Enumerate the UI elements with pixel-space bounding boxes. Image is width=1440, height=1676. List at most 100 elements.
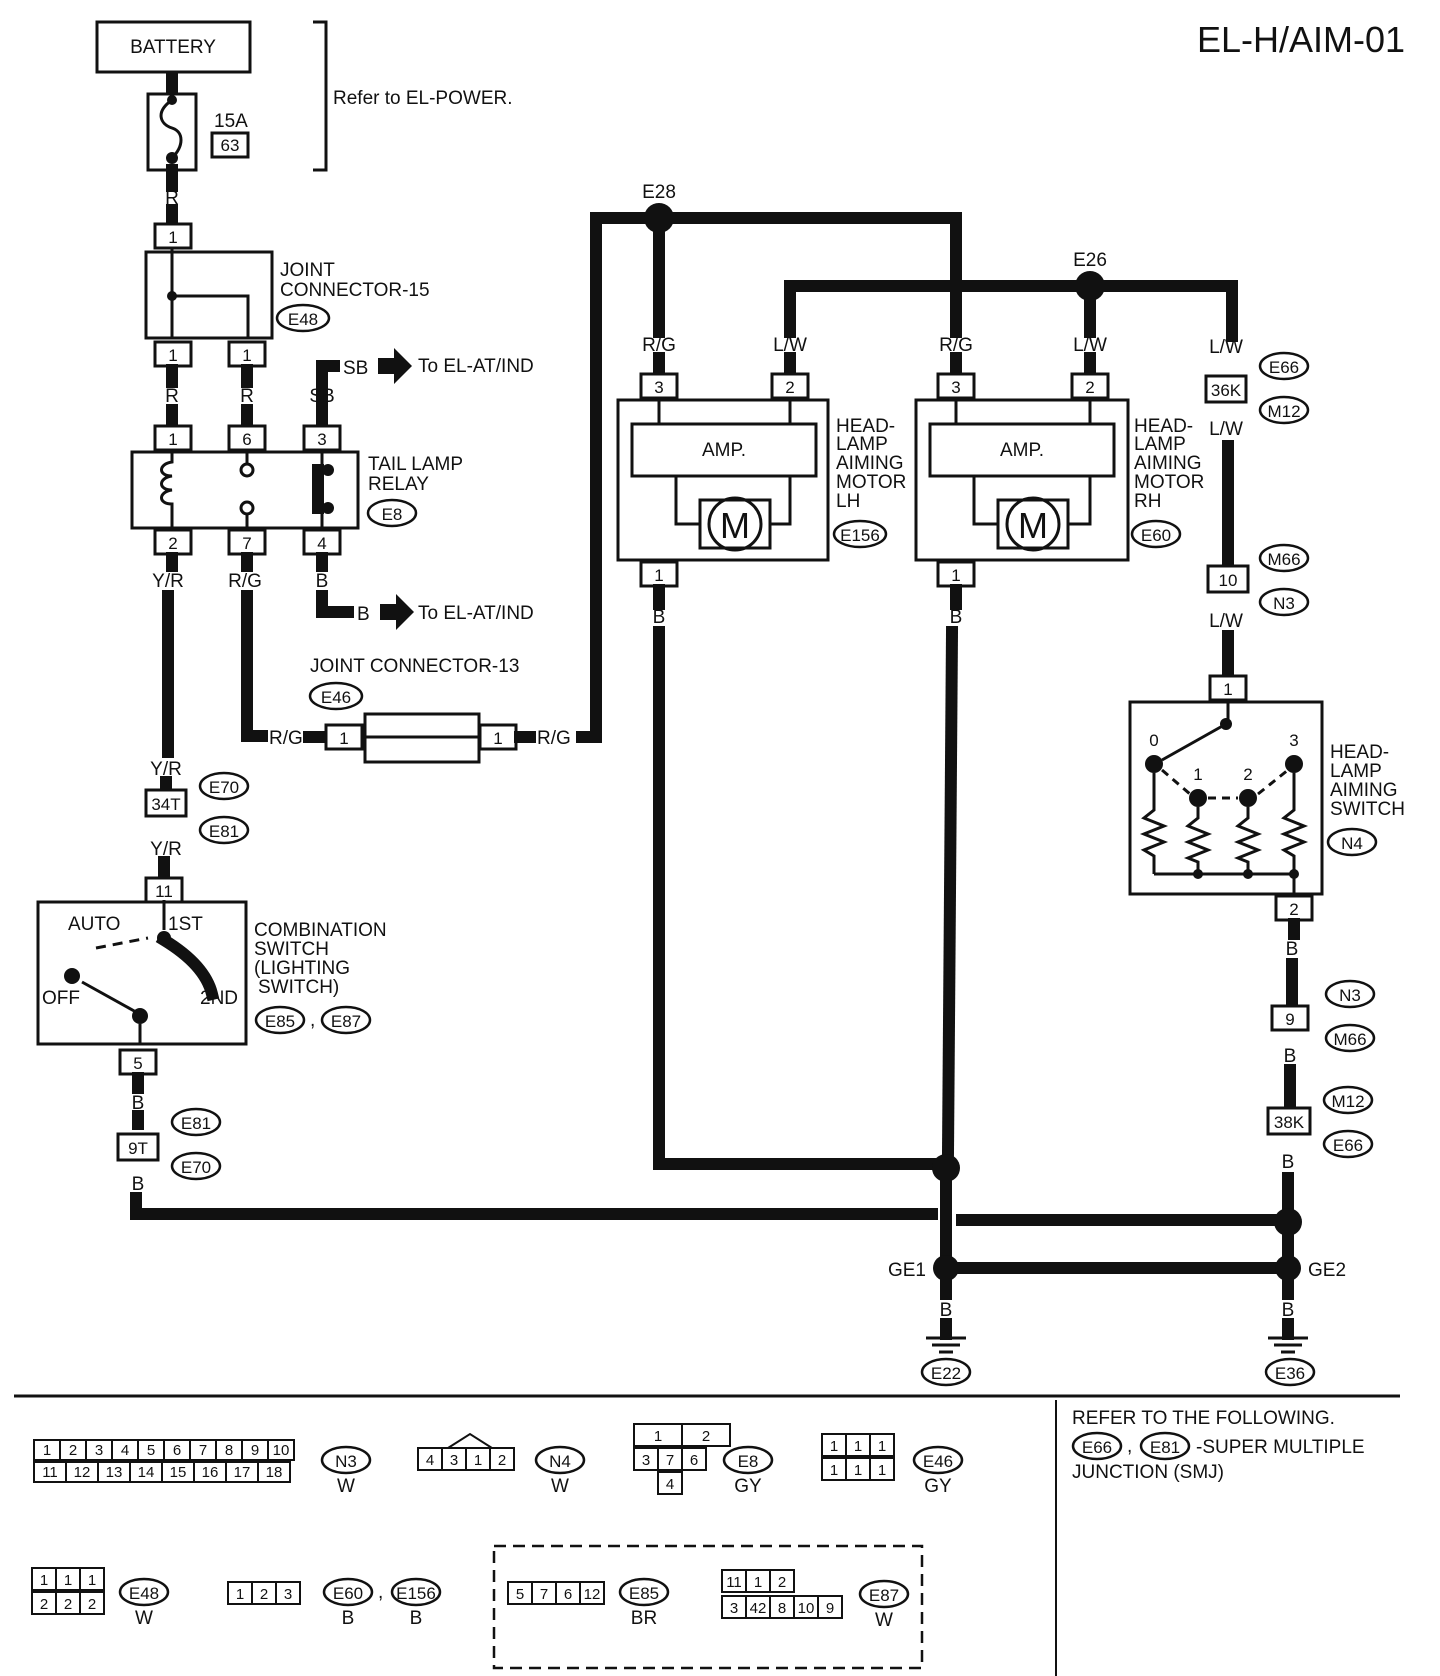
- pin-number: 2: [702, 1428, 710, 1445]
- pin-number: 10: [798, 1600, 815, 1617]
- resistor-icon: [1233, 807, 1263, 874]
- refer-line-1: REFER TO THE FOLLOWING.: [1072, 1408, 1335, 1429]
- pin-number: 1: [40, 1572, 48, 1589]
- wire-color-rg: R/G: [642, 335, 676, 356]
- legend-e87-code: E87: [869, 1586, 899, 1605]
- pin-number: 14: [138, 1464, 155, 1481]
- junction-rh-ground: [1274, 1208, 1302, 1236]
- refer-code-2: E81: [1150, 1438, 1180, 1457]
- junction-lh-ground: [932, 1154, 960, 1182]
- switch-pos-2: 2: [1243, 765, 1252, 784]
- junction-ge1: [933, 1255, 959, 1281]
- wire-color-yr: Y/R: [150, 839, 182, 860]
- pin-label: 7: [242, 534, 251, 553]
- connector-cavity: [657, 1471, 683, 1495]
- pin-label: 1: [339, 729, 348, 748]
- pin-label: 2: [1289, 900, 1298, 919]
- pin-number: 16: [202, 1464, 219, 1481]
- wire-color-lw: L/W: [1073, 335, 1107, 356]
- motor-rh-label-5: RH: [1134, 491, 1161, 512]
- legend-e8-color: GY: [734, 1476, 762, 1497]
- pin-label: 5: [133, 1054, 142, 1073]
- connector-cavity: [817, 1595, 843, 1619]
- pin-number: 1: [236, 1586, 244, 1603]
- resistor-icon: [1139, 773, 1169, 874]
- motor-icon-lh: [707, 496, 763, 552]
- pin-number: 3: [450, 1452, 458, 1469]
- refer-code-1: E66: [1082, 1438, 1112, 1457]
- pin-label: 3: [654, 378, 663, 397]
- code-m66: M66: [1333, 1030, 1366, 1049]
- pin-number: 2: [778, 1574, 786, 1591]
- connector-36k: 36K: [1211, 381, 1242, 400]
- pin-number: 5: [516, 1586, 524, 1603]
- pin-number: 4: [426, 1452, 434, 1469]
- pin-number: 1: [43, 1442, 51, 1459]
- switch-pos-0: 0: [1149, 731, 1158, 750]
- svg-text:,: ,: [1127, 1436, 1132, 1457]
- pin-number: 6: [564, 1586, 572, 1603]
- connector-cavity: [79, 1591, 105, 1615]
- arrow-right-icon: [378, 348, 412, 384]
- combo-1st: 1ST: [168, 914, 203, 935]
- pin-number: 1: [854, 1438, 862, 1455]
- pin-label: 1: [168, 346, 177, 365]
- relay-coil-icon: [160, 452, 174, 528]
- legend-n4-code: N4: [549, 1452, 571, 1471]
- pin-number: 2: [88, 1596, 96, 1613]
- wire-color-rg: R/G: [537, 728, 571, 749]
- motor-lh-label-4: MOTOR: [836, 472, 906, 493]
- combo-2nd: 2ND: [200, 988, 238, 1009]
- pin-number: 2: [40, 1596, 48, 1613]
- wire-color-rg: R/G: [228, 571, 262, 592]
- pin-number: 1: [64, 1572, 72, 1589]
- combo-auto: AUTO: [68, 914, 120, 935]
- legend-e60-code: E60: [333, 1584, 363, 1603]
- connector-cavity: [869, 1433, 895, 1457]
- legend-n3-color: W: [337, 1476, 355, 1497]
- code-e81: E81: [209, 822, 239, 841]
- combo-code-1: E85: [265, 1012, 295, 1031]
- pin-number: 42: [750, 1600, 767, 1617]
- code-m12: M12: [1331, 1092, 1364, 1111]
- ground-e22: E22: [931, 1364, 961, 1383]
- pin-label: 2: [1085, 378, 1094, 397]
- pin-label: 4: [317, 534, 326, 553]
- wire-color-r: R: [240, 386, 254, 407]
- page-title: EL-H/AIM-01: [1197, 19, 1405, 60]
- junction-e28: [644, 203, 674, 233]
- ground-icon: [926, 1336, 966, 1354]
- junction-ge2-label: GE2: [1308, 1260, 1346, 1281]
- legend-e48-code: E48: [129, 1584, 159, 1603]
- pin-number: 5: [147, 1442, 155, 1459]
- combo-off: OFF: [42, 988, 80, 1009]
- pin-number: 3: [95, 1442, 103, 1459]
- pin-number: 7: [666, 1452, 674, 1469]
- connector-cavity: [267, 1439, 295, 1461]
- pin-number: 11: [726, 1574, 742, 1591]
- power-bracket: [313, 20, 328, 172]
- ground-icon: [1268, 1336, 1308, 1354]
- pin-label: 3: [317, 430, 326, 449]
- code-n3: N3: [1273, 594, 1295, 613]
- to-at-ind-sb: To EL-AT/IND: [418, 356, 534, 377]
- joint13-code: E46: [321, 688, 351, 707]
- arrow-right-icon: [380, 594, 414, 630]
- relay-code: E8: [382, 505, 403, 524]
- pin-number: 13: [106, 1464, 123, 1481]
- amp-box-rh: [928, 422, 1116, 478]
- connector-38k: 38K: [1274, 1113, 1305, 1132]
- to-at-ind-b: To EL-AT/IND: [418, 603, 534, 624]
- wire-color-lw: L/W: [1209, 611, 1243, 632]
- pin-label: 1: [168, 430, 177, 449]
- pin-number: 8: [225, 1442, 233, 1459]
- amp-box-lh: [630, 422, 818, 478]
- combo-label-1: COMBINATION: [254, 920, 387, 941]
- pin-number: 1: [754, 1574, 762, 1591]
- combo-label-2: SWITCH: [254, 939, 329, 960]
- aim-switch-label-1: HEAD-: [1330, 742, 1389, 763]
- refer-line-3: JUNCTION (SMJ): [1072, 1462, 1224, 1483]
- wire-color-lw: L/W: [1209, 419, 1243, 440]
